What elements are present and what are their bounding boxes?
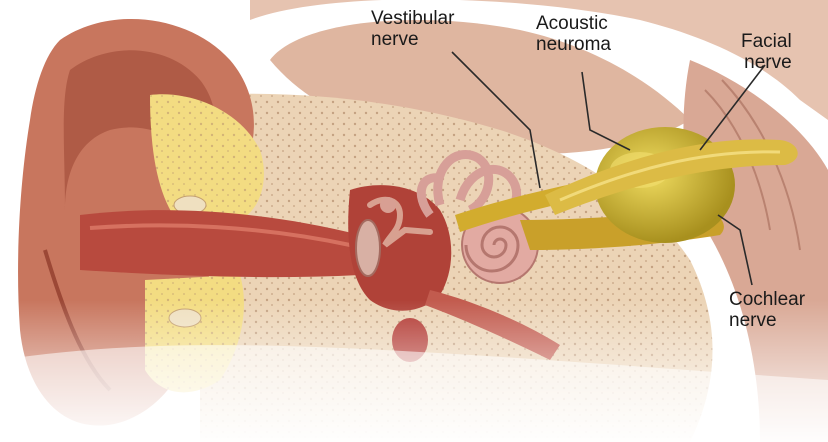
label-facial-nerve: Facial nerve: [741, 31, 792, 73]
label-vestibular-line1: Vestibular: [371, 8, 454, 29]
label-vestibular-nerve: Vestibular nerve: [371, 8, 454, 50]
label-facial-line1: Facial: [741, 31, 792, 52]
label-facial-line2: nerve: [741, 52, 792, 73]
eardrum: [356, 220, 380, 276]
label-acoustic-line2: neuroma: [536, 34, 611, 55]
label-cochlear-line1: Cochlear: [729, 289, 805, 310]
label-cochlear-line2: nerve: [729, 310, 805, 331]
label-acoustic-neuroma: Acoustic neuroma: [536, 13, 611, 55]
label-cochlear-nerve: Cochlear nerve: [729, 289, 805, 331]
label-vestibular-line2: nerve: [371, 29, 454, 50]
label-acoustic-line1: Acoustic: [536, 13, 611, 34]
